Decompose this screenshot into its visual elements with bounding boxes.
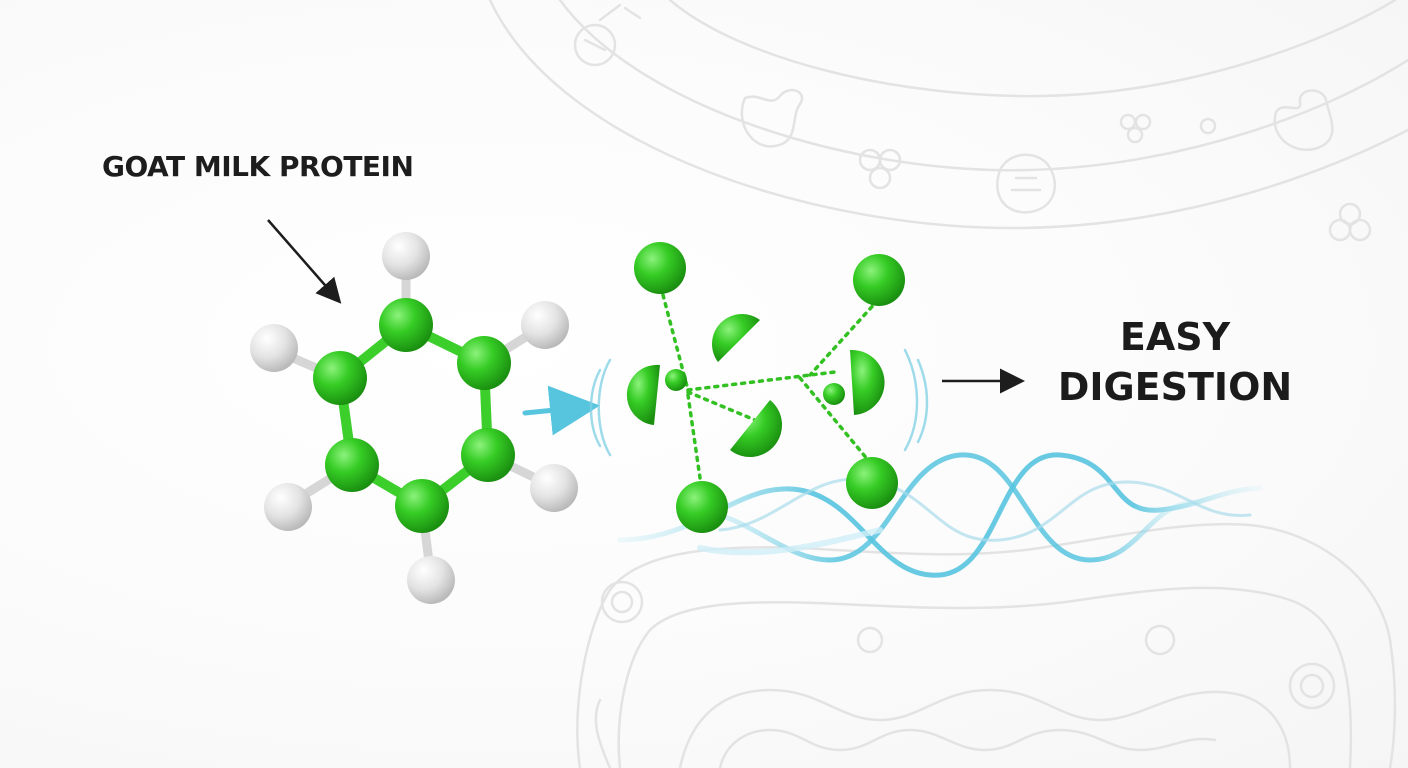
split-fragment	[626, 364, 660, 425]
label-pointer-arrow	[267, 219, 342, 304]
hydrogen-atom	[250, 324, 298, 372]
amino-acid-fragment	[823, 383, 845, 405]
amino-acid-fragment	[846, 457, 898, 509]
carbon-atoms	[313, 298, 515, 533]
amino-acid-fragment	[665, 369, 687, 391]
hydrogen-atom	[407, 556, 455, 604]
carbon-atom	[461, 428, 515, 482]
carbon-atom	[325, 438, 379, 492]
intestine-outline-icon	[576, 522, 1397, 768]
easy-digestion-line-1: EASY	[1119, 315, 1231, 359]
amino-acid-fragment	[853, 254, 905, 306]
goat-milk-protein-label: GOAT MILK PROTEIN	[102, 150, 414, 183]
digestion-wave-lines	[617, 452, 1263, 578]
broken-down-fragments	[626, 242, 905, 533]
hydrogen-atom	[264, 483, 312, 531]
split-fragment	[712, 314, 760, 362]
bond-break-dotted-lines	[661, 293, 880, 480]
stomach-outline-icon	[488, 0, 1408, 230]
split-fragment	[850, 349, 885, 415]
easy-digestion-label: EASY DIGESTION	[1050, 312, 1300, 412]
hydrogen-atoms	[250, 232, 578, 604]
carbon-atom	[395, 479, 449, 533]
carbon-atom	[457, 336, 511, 390]
motion-ripples	[589, 348, 929, 457]
easy-digestion-line-2: DIGESTION	[1057, 365, 1293, 409]
amino-acid-fragment	[676, 481, 728, 533]
microbe-outline-icon	[573, 3, 1372, 242]
split-fragment	[730, 400, 783, 458]
hydrogen-atom	[530, 464, 578, 512]
carbon-atom	[379, 298, 433, 352]
flow-arrow	[522, 385, 600, 436]
intact-protein-molecule	[250, 232, 578, 604]
hydrogen-atom	[521, 301, 569, 349]
carbon-atom	[313, 351, 367, 405]
amino-acid-fragment	[634, 242, 686, 294]
hydrogen-atom	[382, 232, 430, 280]
